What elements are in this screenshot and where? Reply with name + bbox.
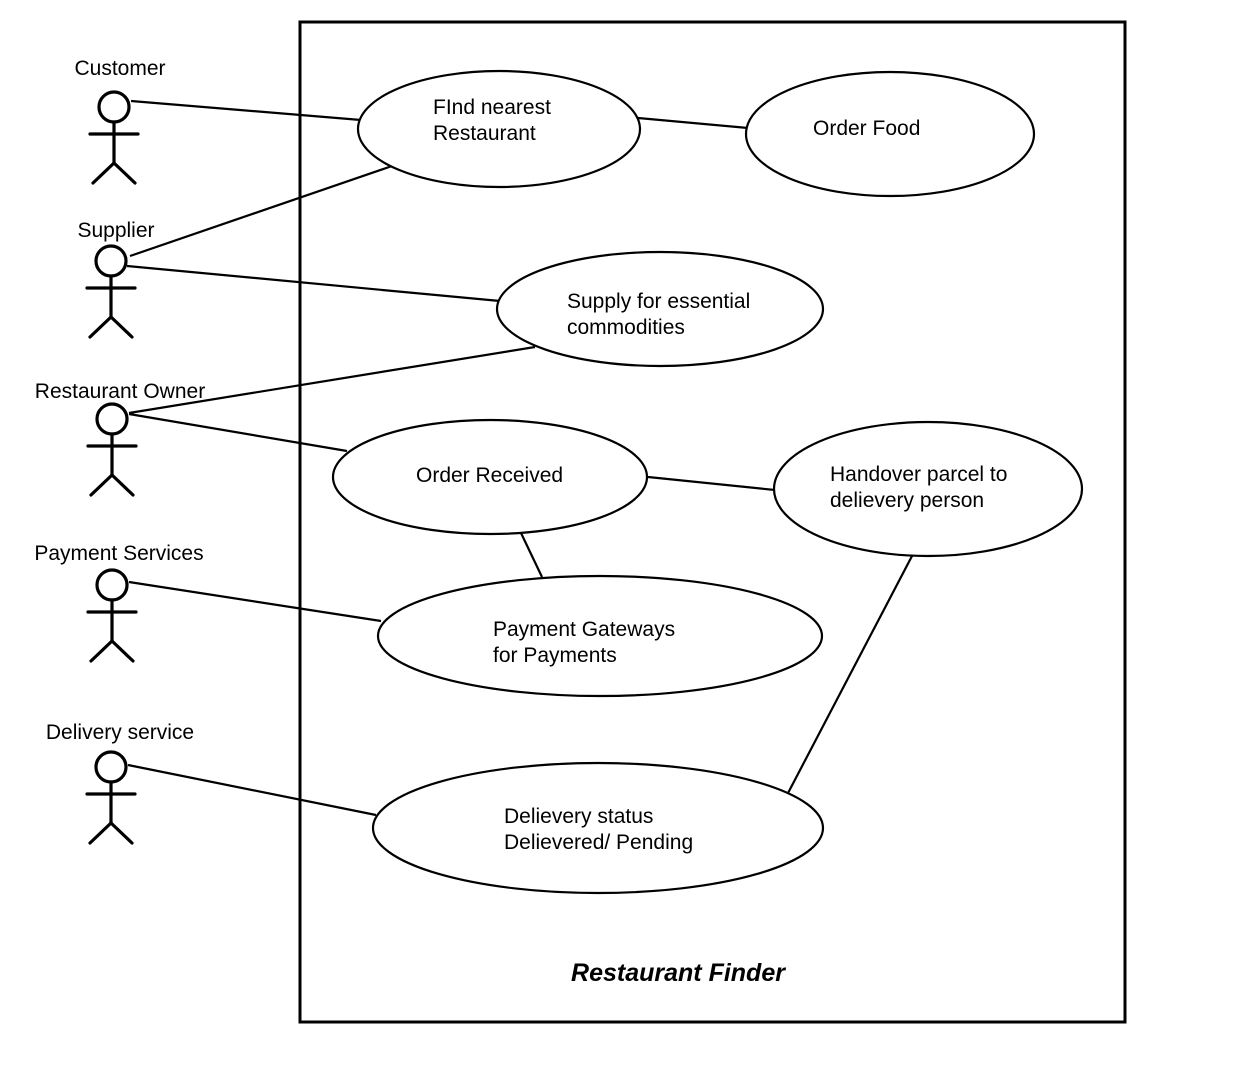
use-case-label: FInd nearest bbox=[433, 96, 551, 119]
use-case-label: Restaurant bbox=[433, 122, 536, 145]
use-case-order-food: Order Food bbox=[744, 70, 1036, 198]
association-owner-order-received bbox=[128, 412, 348, 453]
actor-label: Payment Services bbox=[34, 542, 203, 565]
stick-figure-icon bbox=[86, 402, 138, 497]
use-case-label: delievery person bbox=[830, 489, 984, 512]
actor-owner: Restaurant Owner bbox=[35, 380, 205, 497]
actor-label: Customer bbox=[74, 57, 165, 80]
association-customer-find bbox=[130, 99, 362, 122]
association-payment-payment-gateways bbox=[128, 580, 382, 623]
use-case-label: Delievered/ Pending bbox=[504, 831, 693, 854]
stick-figure-icon bbox=[86, 568, 138, 663]
association-supplier-supply bbox=[126, 264, 501, 303]
system-title: Restaurant Finder bbox=[571, 959, 786, 987]
association-order-received-handover bbox=[647, 475, 776, 492]
use-case-ellipse bbox=[376, 574, 824, 698]
use-case-label: commodities bbox=[567, 316, 685, 339]
use-case-ellipse bbox=[371, 761, 825, 895]
use-case-handover: Handover parcel to delievery person bbox=[772, 420, 1084, 558]
use-case-payment-gateways: Payment Gateways for Payments bbox=[376, 574, 824, 698]
actor-label: Delivery service bbox=[46, 721, 194, 744]
association-supplier-find bbox=[129, 164, 393, 258]
association-find-order-food bbox=[637, 116, 749, 130]
use-case-label: for Payments bbox=[493, 644, 617, 667]
stick-figure-icon bbox=[85, 244, 137, 339]
association-delivery-delivery-status bbox=[127, 763, 377, 817]
use-case-label: Supply for essential bbox=[567, 290, 750, 313]
actor-payment: Payment Services bbox=[34, 542, 204, 663]
stick-figure-icon bbox=[88, 90, 140, 185]
association-lines bbox=[126, 99, 913, 817]
system-boundary bbox=[298, 20, 1127, 1024]
use-case-supply: Supply for essential commodities bbox=[495, 250, 825, 368]
use-case-ellipse bbox=[772, 420, 1084, 558]
use-case-label: Order Food bbox=[813, 117, 920, 140]
actor-label: Supplier bbox=[77, 219, 154, 242]
association-order-received-payment-gateways bbox=[520, 532, 543, 578]
actor-delivery: Delivery service bbox=[46, 721, 194, 845]
use-case-label: Payment Gateways bbox=[493, 618, 675, 641]
stick-figure-icon bbox=[85, 750, 137, 845]
use-case-ellipse bbox=[744, 70, 1036, 198]
use-case-label: Delievery status bbox=[504, 805, 653, 828]
use-case-label: Handover parcel to bbox=[830, 463, 1007, 486]
use-case-ellipse bbox=[331, 418, 649, 536]
association-handover-delivery-status bbox=[786, 555, 913, 796]
use-case-label: Order Received bbox=[416, 464, 563, 487]
use-case-order-received: Order Received bbox=[331, 418, 649, 536]
actor-supplier: Supplier bbox=[77, 219, 155, 339]
actor-label: Restaurant Owner bbox=[35, 380, 205, 403]
use-case-ellipse bbox=[495, 250, 825, 368]
use-case-ellipse bbox=[356, 69, 642, 189]
actor-customer: Customer bbox=[74, 57, 166, 185]
association-owner-supply bbox=[128, 345, 536, 415]
